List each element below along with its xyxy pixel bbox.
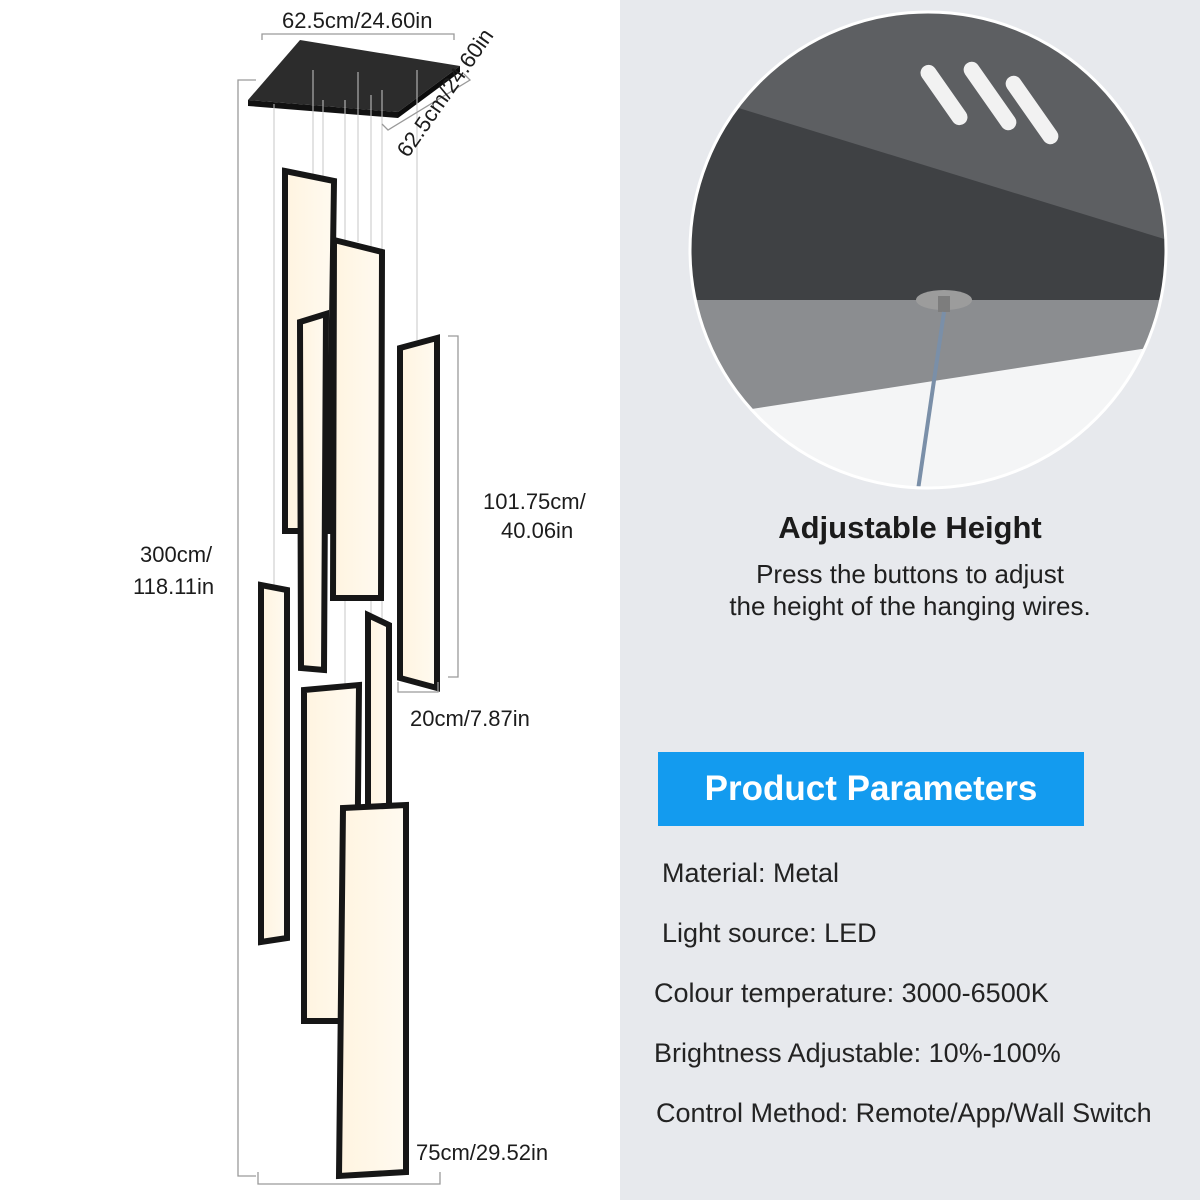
- param-light-source: Light source: LED: [662, 918, 877, 948]
- feature-description-line: the height of the hanging wires.: [729, 591, 1091, 621]
- feature-description-line: Press the buttons to adjust: [756, 559, 1064, 589]
- param-colour-temperature: Colour temperature: 3000-6500K: [654, 978, 1049, 1008]
- panel-height-label-2: 40.06in: [501, 518, 574, 543]
- feature-description: Press the buttons to adjust the height o…: [620, 558, 1200, 622]
- inset-frame: [688, 10, 1168, 490]
- light-panel: [296, 309, 330, 674]
- param-control-method: Control Method: Remote/App/Wall Switch: [656, 1098, 1152, 1128]
- product-parameters-banner: Product Parameters: [658, 752, 1084, 826]
- param-brightness: Brightness Adjustable: 10%-100%: [654, 1038, 1061, 1068]
- panel-width-label: 20cm/7.87in: [410, 706, 530, 731]
- light-panel: [329, 236, 386, 601]
- param-material: Material: Metal: [662, 858, 840, 888]
- light-panel: [258, 581, 290, 946]
- canopy-width-label: 62.5cm/24.60in: [282, 8, 433, 33]
- light-panels: [258, 167, 440, 1180]
- total-height-label-1: 300cm/: [140, 542, 213, 567]
- ceiling-canopy: [248, 40, 460, 118]
- feature-title: Adjustable Height: [778, 510, 1042, 545]
- overall-width-label: 75cm/29.52in: [416, 1140, 549, 1165]
- dimension-lines: [237, 33, 472, 1185]
- total-height-label-2: 118.11in: [133, 574, 215, 599]
- light-panel: [335, 801, 409, 1180]
- light-panel: [397, 334, 440, 692]
- height-adjust-detail-photo: [690, 12, 1166, 488]
- panel-height-label-1: 101.75cm/: [483, 489, 586, 514]
